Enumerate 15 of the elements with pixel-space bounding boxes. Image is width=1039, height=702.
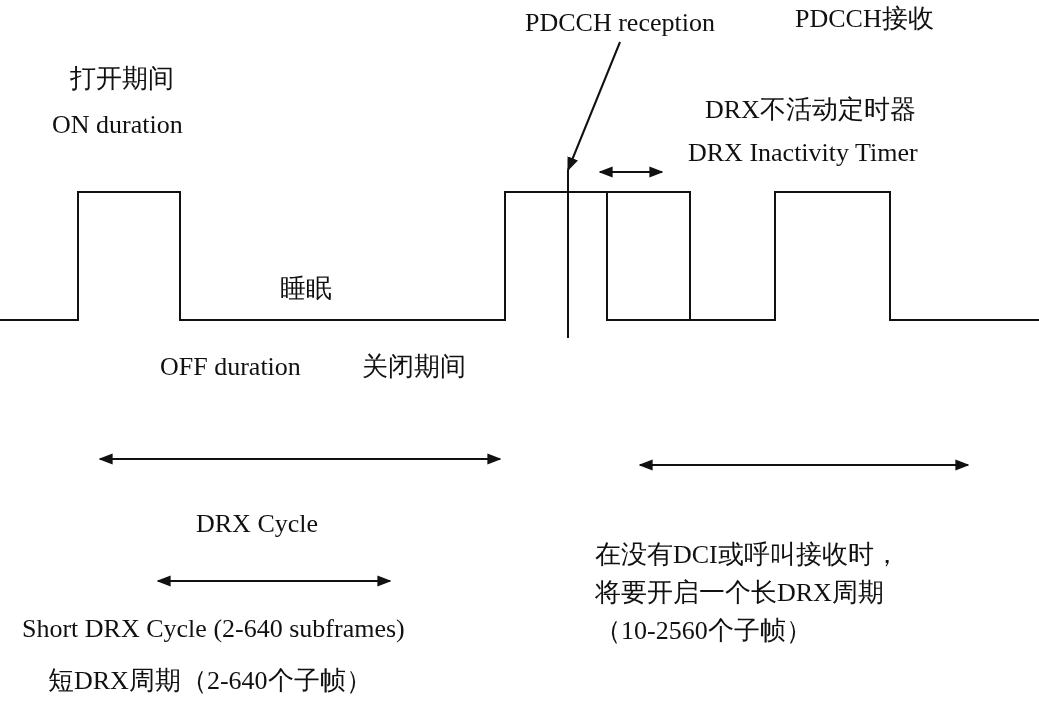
annotation-text: 打开期间 [70, 63, 174, 95]
annotation-text: DRX Cycle [196, 508, 319, 540]
annotation-text: PDCCH接收 [795, 3, 934, 35]
annotation-text: 短DRX周期（2-640个子帧） [48, 665, 372, 697]
leader-arrow [567, 41, 621, 172]
annotation-text: 睡眠 [280, 273, 332, 305]
annotation-text: ON duration [52, 109, 183, 141]
annotation-text: 关闭期间 [362, 351, 466, 383]
annotation-text: DRX不活动定时器 [705, 94, 916, 126]
annotation-text: PDCCH reception [525, 6, 715, 40]
annotation-text: DRX Inactivity Timer [688, 137, 918, 169]
annotation-text: OFF duration [160, 351, 301, 383]
note-text: 在没有DCI或呼叫接收时，将要开启一个长DRX周期（10-2560个子帧） [595, 539, 901, 647]
pdcch-marker-line [567, 169, 569, 339]
annotation-text: Short DRX Cycle (2-640 subframes) [22, 613, 405, 645]
